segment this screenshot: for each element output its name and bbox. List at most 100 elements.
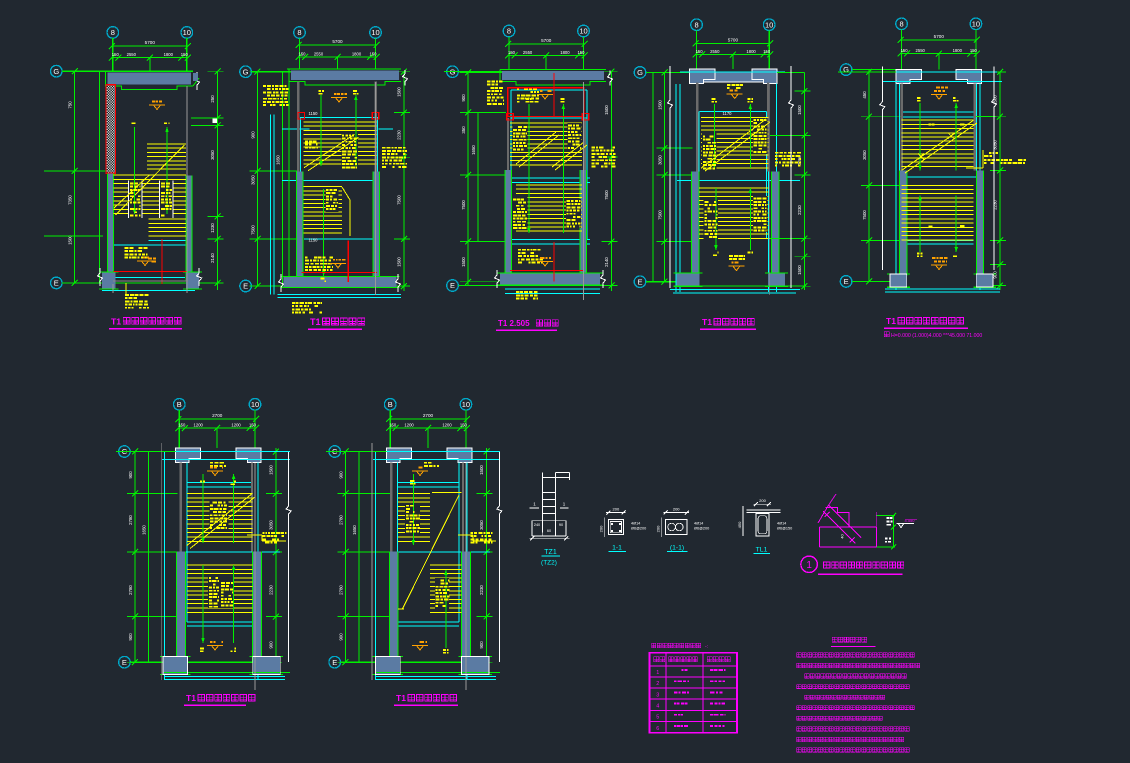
svg-text:1650: 1650 [142, 525, 147, 535]
svg-text:1650: 1650 [276, 155, 281, 165]
svg-text:7350: 7350 [68, 195, 73, 205]
svg-text:(TZ2): (TZ2) [541, 560, 557, 567]
svg-text:1650: 1650 [471, 145, 476, 155]
svg-text:1230: 1230 [210, 223, 215, 233]
svg-text:1-1: 1-1 [612, 545, 622, 552]
svg-text:450: 450 [862, 91, 867, 99]
svg-text:10: 10 [579, 27, 587, 36]
svg-text:10: 10 [371, 28, 379, 37]
svg-text:4: 4 [656, 704, 659, 710]
svg-text:1500: 1500 [604, 105, 609, 115]
svg-text:3: 3 [656, 692, 659, 698]
svg-text:G: G [53, 67, 59, 76]
svg-text:5: 5 [656, 715, 659, 721]
svg-text:2140: 2140 [604, 257, 609, 267]
svg-text:-:: -: [705, 644, 708, 650]
svg-text:4Ø14: 4Ø14 [631, 522, 640, 526]
svg-text:900: 900 [339, 471, 344, 479]
svg-text:5700: 5700 [934, 34, 945, 39]
svg-text:150: 150 [370, 52, 378, 57]
svg-text:900: 900 [993, 271, 998, 279]
svg-text:7500: 7500 [604, 190, 609, 200]
svg-text:3050: 3050 [251, 175, 256, 185]
svg-text:2550: 2550 [314, 52, 324, 57]
svg-text:900: 900 [339, 633, 344, 641]
svg-text:350: 350 [461, 126, 466, 134]
svg-text:900: 900 [128, 471, 133, 479]
svg-text:1800: 1800 [164, 52, 174, 57]
svg-text:T1 2.505: T1 2.505 [498, 319, 530, 328]
svg-text:T1: T1 [310, 317, 321, 327]
svg-text:B: B [177, 400, 182, 409]
svg-text:240: 240 [534, 523, 540, 527]
svg-text:7500: 7500 [461, 200, 466, 210]
svg-text:7500: 7500 [862, 210, 867, 220]
svg-text:1500: 1500 [396, 257, 401, 267]
svg-text:150: 150 [389, 423, 397, 428]
svg-text:1500: 1500 [268, 465, 273, 475]
svg-text:7500: 7500 [396, 195, 401, 205]
svg-text:Ø6@200: Ø6@200 [694, 527, 709, 531]
svg-text:150: 150 [299, 52, 307, 57]
svg-text:2780: 2780 [339, 515, 344, 525]
svg-text:10: 10 [972, 19, 980, 28]
svg-text:2230: 2230 [993, 200, 998, 210]
svg-text:1500: 1500 [479, 465, 484, 475]
svg-text:1: 1 [806, 560, 812, 571]
svg-text:900: 900 [128, 633, 133, 641]
svg-text:150: 150 [901, 48, 909, 53]
svg-text:E: E [332, 658, 337, 667]
svg-text:150: 150 [508, 50, 516, 55]
svg-text:150: 150 [112, 52, 120, 57]
svg-text:1500: 1500 [461, 257, 466, 267]
svg-text:G: G [637, 68, 643, 77]
svg-text:E: E [450, 281, 455, 290]
svg-text:1200: 1200 [404, 423, 414, 428]
svg-text:E: E [844, 277, 849, 286]
svg-text:450: 450 [737, 521, 742, 528]
svg-text:200: 200 [673, 507, 680, 512]
svg-text:10: 10 [183, 28, 191, 37]
svg-text:(1-1): (1-1) [670, 545, 684, 552]
svg-text:T1: T1 [111, 316, 121, 326]
svg-text:E: E [122, 658, 127, 667]
svg-text:1500: 1500 [396, 87, 401, 97]
svg-text:4.550: 4.550 [904, 518, 915, 523]
svg-text:1650: 1650 [352, 525, 357, 535]
svg-text:TL1: TL1 [756, 547, 768, 554]
svg-text:3050: 3050 [993, 140, 998, 150]
svg-text:2780: 2780 [339, 585, 344, 595]
svg-text:1800: 1800 [352, 52, 362, 57]
svg-text:G: G [243, 67, 249, 76]
svg-text:1150: 1150 [308, 238, 318, 243]
svg-text:10: 10 [765, 20, 773, 29]
svg-text:150: 150 [696, 49, 704, 54]
svg-text:8: 8 [297, 28, 301, 37]
svg-text:T1: T1 [396, 693, 406, 703]
svg-text:3050: 3050 [658, 155, 663, 165]
svg-text:200: 200 [759, 498, 766, 503]
svg-text:3050: 3050 [268, 520, 273, 530]
svg-text:5700: 5700 [145, 40, 156, 45]
svg-text:200: 200 [599, 525, 604, 532]
svg-text:1200: 1200 [194, 423, 204, 428]
svg-text:1500: 1500 [658, 100, 663, 110]
svg-text:1150: 1150 [308, 111, 318, 116]
svg-text:3050: 3050 [210, 150, 215, 160]
svg-text:8: 8 [695, 20, 699, 29]
svg-text:1800: 1800 [746, 49, 756, 54]
svg-text:150: 150 [178, 423, 186, 428]
svg-text:1170: 1170 [722, 111, 732, 116]
svg-text:250: 250 [210, 95, 215, 103]
svg-text:900: 900 [461, 94, 466, 102]
svg-text:1200: 1200 [442, 423, 452, 428]
svg-text:200: 200 [613, 507, 620, 512]
svg-text:10: 10 [251, 400, 259, 409]
svg-text:1: 1 [563, 502, 566, 507]
svg-text:Ø6@150: Ø6@150 [777, 527, 792, 531]
svg-text:900: 900 [479, 641, 484, 649]
svg-text:1200: 1200 [231, 423, 241, 428]
svg-text:2230: 2230 [797, 205, 802, 215]
svg-text:4Ø14: 4Ø14 [777, 522, 786, 526]
svg-text:6: 6 [656, 726, 659, 732]
